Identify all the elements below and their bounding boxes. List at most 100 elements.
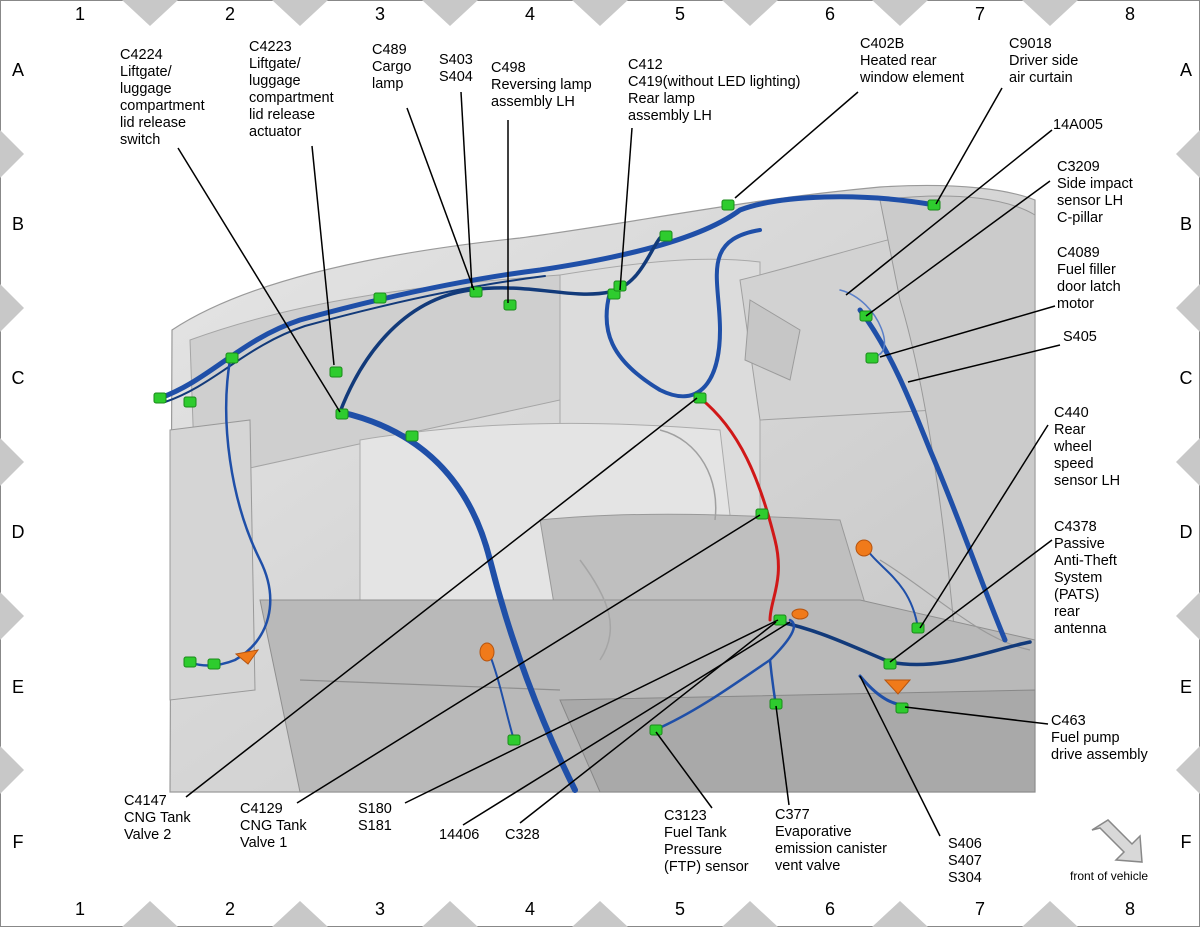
grid-col-5-top: 5 bbox=[674, 4, 685, 24]
connector-26 bbox=[183, 656, 197, 668]
leader-line-15 bbox=[904, 706, 1049, 725]
front-of-vehicle-label: front of vehicle bbox=[1070, 869, 1149, 883]
grid-marker-right-2 bbox=[1176, 284, 1200, 332]
grid-row-a-left: A bbox=[11, 60, 24, 80]
connector-3 bbox=[225, 352, 239, 364]
grid-marker-left-4 bbox=[0, 592, 24, 640]
leader-line-21 bbox=[655, 731, 713, 809]
connector-21 bbox=[883, 658, 897, 670]
grid-row-c-left: C bbox=[11, 368, 25, 388]
grid-marker-top-5 bbox=[722, 0, 778, 26]
connector-24 bbox=[649, 724, 663, 736]
grid-marker-bottom-6 bbox=[872, 901, 928, 927]
vehicle-body bbox=[169, 184, 1036, 793]
harness-fuel-line bbox=[698, 396, 780, 622]
connector-27 bbox=[207, 658, 221, 670]
grid-row-f-left: F bbox=[12, 832, 24, 852]
harness-loop-lamps bbox=[338, 236, 662, 414]
leader-line-12 bbox=[907, 344, 1061, 383]
grid-marker-right-3 bbox=[1176, 438, 1200, 486]
grid-row-a-right: A bbox=[1179, 60, 1192, 80]
leader-line-8 bbox=[935, 87, 1003, 205]
connector-8 bbox=[469, 286, 483, 298]
harness-loop-mid bbox=[604, 228, 762, 399]
connector-13 bbox=[721, 199, 735, 211]
grid-col-5-bottom: 5 bbox=[674, 899, 685, 919]
grid-marker-top-1 bbox=[122, 0, 178, 26]
label-c4223: C4223 Liftgate/ luggage compartment lid … bbox=[249, 39, 334, 140]
leader-line-1 bbox=[177, 147, 341, 413]
label-c402b: C402B Heated rear window element bbox=[860, 36, 964, 86]
grid-col-3-top: 3 bbox=[374, 4, 385, 24]
grid-col-3-bottom: 3 bbox=[374, 899, 385, 919]
grid-marker-bottom-5 bbox=[722, 901, 778, 927]
label-c4089: C4089 Fuel filler door latch motor bbox=[1057, 245, 1121, 312]
callout-leaders bbox=[177, 87, 1061, 837]
grid-row-b-left: B bbox=[11, 214, 24, 234]
grid-marker-left-5 bbox=[0, 746, 24, 794]
label-c412-c419: C412 C419(without LED lighting) Rear lam… bbox=[628, 57, 801, 124]
grid-marker-left-2 bbox=[0, 284, 24, 332]
connector-7 bbox=[373, 292, 387, 304]
label-14a005: 14A005 bbox=[1053, 117, 1103, 133]
grid-marker-right-1 bbox=[1176, 130, 1200, 178]
grid-col-8-top: 8 bbox=[1124, 4, 1135, 24]
label-s180-s181: S180 S181 bbox=[358, 801, 392, 834]
connector-19 bbox=[773, 614, 787, 626]
grid-col-7-top: 7 bbox=[974, 4, 985, 24]
grid-marker-top-4 bbox=[572, 0, 628, 26]
connector-18 bbox=[755, 508, 769, 520]
grid-row-e-left: E bbox=[11, 677, 24, 697]
label-s406-s407-s304: S406 S407 S304 bbox=[948, 836, 982, 886]
grid-col-2-bottom: 2 bbox=[224, 899, 235, 919]
harness-floor-center bbox=[653, 618, 796, 732]
grid-marker-top-2 bbox=[272, 0, 328, 26]
leader-line-19 bbox=[462, 621, 791, 826]
harness-wheel-speed bbox=[865, 547, 919, 629]
leader-line-2 bbox=[311, 145, 335, 366]
connector-16 bbox=[865, 352, 879, 364]
leader-line-14 bbox=[889, 539, 1053, 663]
grid-col-1-top: 1 bbox=[74, 4, 85, 24]
grid-row-e-right: E bbox=[1179, 677, 1192, 697]
connector-17 bbox=[693, 392, 707, 404]
leader-line-9 bbox=[845, 129, 1053, 296]
label-c4378: C4378 Passive Anti-Theft System (PATS) r… bbox=[1054, 519, 1117, 637]
label-14406: 14406 bbox=[439, 827, 480, 843]
label-c328: C328 bbox=[505, 827, 540, 843]
label-c4129: C4129 CNG Tank Valve 1 bbox=[240, 801, 307, 851]
leader-line-22 bbox=[775, 705, 790, 806]
grid-row-d-right: D bbox=[1179, 522, 1193, 542]
grid-marker-top-7 bbox=[1022, 0, 1078, 26]
grid-col-4-bottom: 4 bbox=[524, 899, 535, 919]
grid-marker-bottom-2 bbox=[272, 901, 328, 927]
label-c489: C489 Cargo lamp bbox=[372, 42, 412, 92]
front-of-vehicle-arrow-icon bbox=[1091, 819, 1143, 863]
leader-line-3 bbox=[406, 107, 475, 291]
harness-right-side bbox=[857, 307, 1008, 643]
connectors bbox=[153, 199, 941, 746]
grid-marker-bottom-4 bbox=[572, 901, 628, 927]
leader-line-16 bbox=[185, 397, 698, 798]
grid-marker-right-4 bbox=[1176, 592, 1200, 640]
leader-line-11 bbox=[879, 305, 1056, 358]
connector-12 bbox=[659, 230, 673, 242]
connector-22 bbox=[895, 702, 909, 714]
grid-row-d-left: D bbox=[11, 522, 25, 542]
label-c3209: C3209 Side impact sensor LH C-pillar bbox=[1057, 159, 1133, 226]
grommets bbox=[234, 539, 912, 695]
grid-col-2-top: 2 bbox=[224, 4, 235, 24]
leader-line-7 bbox=[734, 91, 859, 199]
grid-row-b-right: B bbox=[1179, 214, 1192, 234]
connector-6 bbox=[405, 430, 419, 442]
label-c498: C498 Reversing lamp assembly LH bbox=[491, 60, 592, 110]
leader-line-6 bbox=[619, 127, 633, 291]
grid-col-6-top: 6 bbox=[824, 4, 835, 24]
connector-4 bbox=[329, 366, 343, 378]
grid-marker-right-5 bbox=[1176, 746, 1200, 794]
label-c4224: C4224 Liftgate/ luggage compartment lid … bbox=[120, 47, 205, 148]
leader-line-23 bbox=[859, 675, 941, 837]
grid-col-8-bottom: 8 bbox=[1124, 899, 1135, 919]
